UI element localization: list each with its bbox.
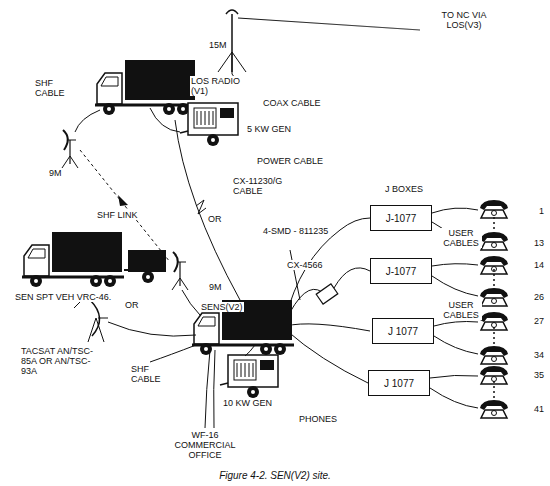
part-label: POWER CABLE bbox=[256, 156, 324, 166]
part-label: 9M bbox=[208, 282, 223, 292]
ellipsis-dot bbox=[493, 227, 495, 229]
part-label: 15M bbox=[208, 40, 228, 50]
figure-caption: Figure 4-2. SEN(V2) site. bbox=[0, 470, 550, 481]
ellipsis-dot bbox=[493, 284, 495, 286]
ellipsis-dot bbox=[493, 222, 495, 224]
box-label: J 1077 bbox=[384, 378, 414, 389]
callout-number: 35 bbox=[533, 370, 545, 380]
ellipsis-dot bbox=[493, 337, 495, 339]
callout-number: 27 bbox=[533, 316, 545, 326]
junction-box: J 1077 bbox=[372, 318, 434, 344]
box-label: J-1077 bbox=[386, 266, 417, 277]
part-label: LOS RADIO (V1) bbox=[190, 76, 244, 96]
part-label: SEN SPT VEH VRC-46. bbox=[14, 292, 112, 302]
junction-box: J 1077 bbox=[368, 370, 430, 396]
part-label: 9M bbox=[48, 168, 63, 178]
part-label: SENS(V2) bbox=[200, 302, 244, 312]
ellipsis-dot bbox=[493, 342, 495, 344]
ellipsis-dot bbox=[493, 332, 495, 334]
ellipsis-dot bbox=[493, 381, 495, 383]
part-label: COAX CABLE bbox=[262, 98, 322, 108]
callout-number: 26 bbox=[533, 292, 545, 302]
part-label: OR bbox=[124, 300, 140, 310]
part-label: SHF CABLE bbox=[130, 364, 164, 384]
part-label: USER CABLES bbox=[440, 228, 482, 248]
ellipsis-dot bbox=[493, 274, 495, 276]
ellipsis-dot bbox=[493, 396, 495, 398]
part-label: 5 KW GEN bbox=[246, 124, 292, 134]
ellipsis-dot bbox=[493, 269, 495, 271]
callout-number: 1 bbox=[538, 206, 545, 216]
part-label: J BOXES bbox=[384, 184, 424, 194]
part-label: OR bbox=[207, 214, 223, 224]
part-label: TACSAT AN/TSC-85A OR AN/TSC-93A bbox=[20, 346, 102, 376]
part-label: SHF CABLE bbox=[34, 78, 76, 98]
callout-number: 41 bbox=[533, 404, 545, 414]
box-label: J 1077 bbox=[388, 326, 418, 337]
box-label: J-1077 bbox=[386, 213, 417, 224]
part-label: 4-SMD - 811235 bbox=[262, 226, 329, 236]
callout-number: 13 bbox=[533, 238, 545, 248]
part-label: SHF LINK bbox=[96, 210, 139, 220]
ellipsis-dot bbox=[493, 327, 495, 329]
junction-box: J-1077 bbox=[370, 258, 432, 284]
part-label: 10 KW GEN bbox=[222, 398, 273, 408]
junction-box: J-1077 bbox=[370, 205, 432, 231]
ellipsis-dot bbox=[493, 217, 495, 219]
part-label: TO NC VIA LOS(V3) bbox=[428, 10, 500, 30]
callout-number: 34 bbox=[533, 350, 545, 360]
callout-number: 14 bbox=[533, 260, 545, 270]
part-label: PHONES bbox=[298, 414, 338, 424]
part-label: CX-11230/G CABLE bbox=[232, 176, 304, 196]
part-label: USER CABLES bbox=[440, 300, 482, 320]
part-label: WF-16 COMMERCIAL OFFICE bbox=[168, 430, 242, 460]
ellipsis-dot bbox=[493, 391, 495, 393]
part-label: CX-4566 bbox=[286, 260, 324, 270]
ellipsis-dot bbox=[493, 386, 495, 388]
ellipsis-dot bbox=[493, 279, 495, 281]
